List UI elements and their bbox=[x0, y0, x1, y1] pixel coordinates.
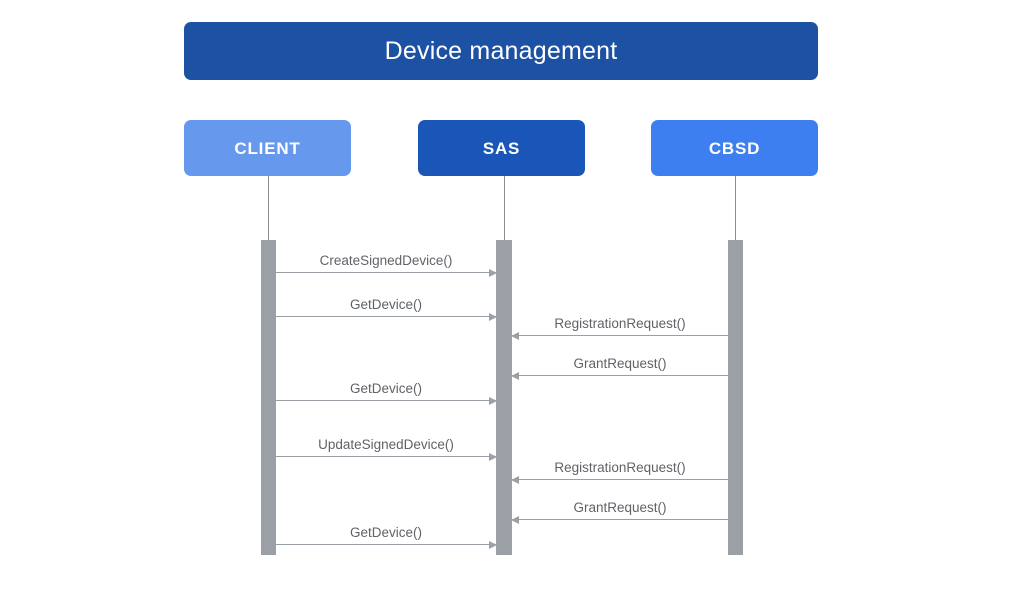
diagram-title: Device management bbox=[384, 36, 618, 65]
participant-cbsd[interactable]: CBSD bbox=[651, 120, 818, 176]
arrowhead-right-icon bbox=[489, 268, 497, 277]
message-line bbox=[276, 456, 496, 457]
activation-bar-sas bbox=[496, 240, 512, 555]
participant-cbsd-label: CBSD bbox=[708, 138, 761, 158]
arrowhead-left-icon bbox=[511, 475, 519, 484]
arrowhead-right-icon bbox=[489, 540, 497, 549]
message-line bbox=[512, 479, 728, 480]
participant-sas[interactable]: SAS bbox=[418, 120, 585, 176]
message-label: GetDevice() bbox=[349, 296, 422, 312]
message-label: RegistrationRequest() bbox=[554, 315, 686, 331]
message-label: GetDevice() bbox=[349, 380, 422, 396]
message-line bbox=[512, 375, 728, 376]
message-line bbox=[276, 400, 496, 401]
message-label: GrantRequest() bbox=[573, 499, 667, 515]
message-label: RegistrationRequest() bbox=[554, 459, 686, 475]
arrowhead-right-icon bbox=[489, 312, 497, 321]
message-line bbox=[512, 519, 728, 520]
arrowhead-right-icon bbox=[489, 396, 497, 405]
message-line bbox=[276, 272, 496, 273]
lifeline-sas bbox=[504, 176, 505, 240]
participant-sas-label: SAS bbox=[482, 138, 521, 158]
activation-bar-cbsd bbox=[728, 240, 743, 555]
arrowhead-left-icon bbox=[511, 515, 519, 524]
message-label: UpdateSignedDevice() bbox=[318, 436, 454, 452]
message-line bbox=[512, 335, 728, 336]
message-label: GetDevice() bbox=[349, 524, 422, 540]
participant-client[interactable]: CLIENT bbox=[184, 120, 351, 176]
arrowhead-right-icon bbox=[489, 452, 497, 461]
message-label: GrantRequest() bbox=[573, 355, 667, 371]
message-line bbox=[276, 544, 496, 545]
diagram-title-bar: Device management bbox=[184, 22, 818, 80]
arrowhead-left-icon bbox=[511, 371, 519, 380]
lifeline-client bbox=[268, 176, 269, 240]
participant-client-label: CLIENT bbox=[234, 138, 301, 158]
lifeline-cbsd bbox=[735, 176, 736, 240]
message-label: CreateSignedDevice() bbox=[319, 252, 453, 268]
arrowhead-left-icon bbox=[511, 331, 519, 340]
message-line bbox=[276, 316, 496, 317]
activation-bar-client bbox=[261, 240, 276, 555]
